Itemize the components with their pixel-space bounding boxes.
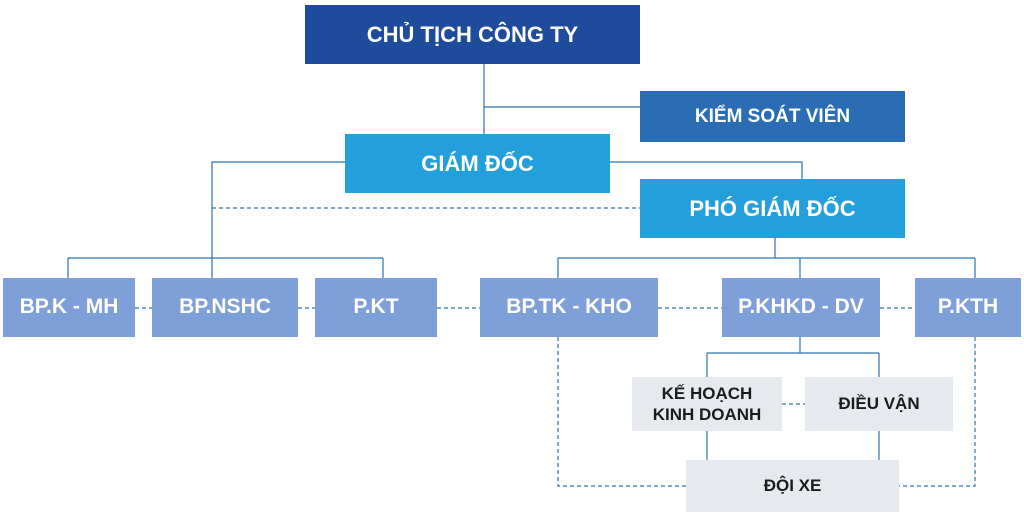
- connector-tkkho-fleet-dashed: [557, 337, 686, 487]
- node-fleet: ĐỘI XE: [686, 460, 899, 512]
- connector-director-deputy: [610, 161, 803, 179]
- connector-director-left-depts: [67, 161, 384, 278]
- node-bp-nshc: BP.NSHC: [152, 278, 298, 337]
- connector-subunits-fleet: [706, 431, 880, 460]
- connector-khkd-subunits: [706, 337, 880, 377]
- node-director: GIÁM ĐỐC: [345, 134, 610, 193]
- node-bp-k-mh: BP.K - MH: [3, 278, 135, 337]
- node-p-kth: P.KTH: [915, 278, 1021, 337]
- node-business-plan: KẾ HOẠCH KINH DOANH: [632, 377, 782, 431]
- connector-deputy-right-depts: [557, 238, 976, 278]
- node-dispatch: ĐIỀU VẬN: [805, 377, 953, 431]
- node-chairman: CHỦ TỊCH CÔNG TY: [305, 5, 640, 64]
- node-p-khkd-dv: P.KHKD - DV: [722, 278, 880, 337]
- node-deputy-director: PHÓ GIÁM ĐỐC: [640, 179, 905, 238]
- node-bp-tk-kho: BP.TK - KHO: [480, 278, 658, 337]
- node-p-kt: P.KT: [315, 278, 437, 337]
- connector-kth-fleet-dashed: [899, 337, 976, 487]
- node-controller: KIỂM SOÁT VIÊN: [640, 91, 905, 142]
